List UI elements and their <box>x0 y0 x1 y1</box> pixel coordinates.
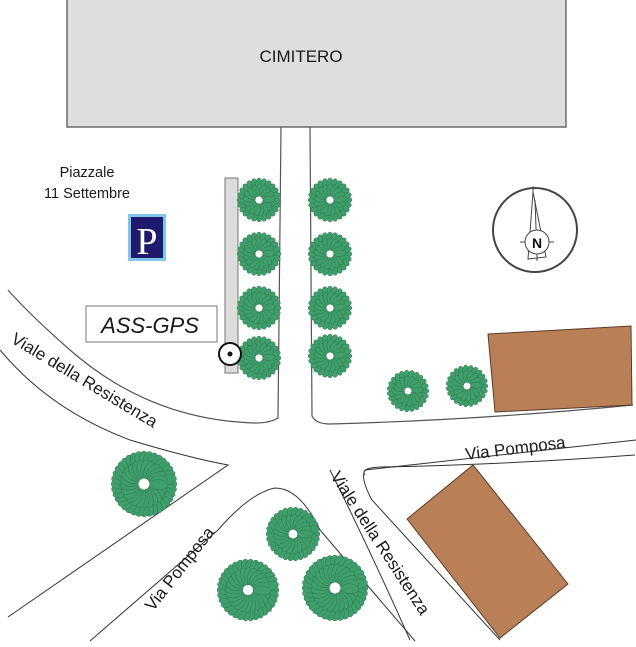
sidewalk-bar <box>224 177 239 374</box>
street-label-viale-resistenza-upper: Viale della Resistenza <box>8 329 161 432</box>
parking-label: P <box>136 221 157 263</box>
tree-leaf <box>333 351 347 359</box>
square-label-line2: 11 Settembre <box>44 186 130 202</box>
street-label-via-pomposa-right: Via Pomposa <box>464 433 567 464</box>
tree-icon <box>386 369 430 413</box>
trees <box>110 177 489 622</box>
tree-leaf <box>262 353 276 361</box>
tree-leaf <box>262 195 276 203</box>
gps-station-icon[interactable] <box>218 342 242 366</box>
cemetery-label: CIMITERO <box>259 47 342 66</box>
access-road <box>7 126 634 425</box>
tree-leaf <box>262 303 276 311</box>
tree-icon <box>216 558 280 622</box>
tree-icon <box>301 554 369 622</box>
tree-leaf <box>149 479 169 490</box>
cemetery-building: CIMITERO <box>66 0 567 128</box>
tree-leaf <box>340 583 360 594</box>
tree-icon <box>307 177 353 223</box>
tree-icon <box>307 333 353 379</box>
tree-leaf <box>262 249 276 257</box>
tree-icon <box>236 335 282 381</box>
tree-leaf <box>297 529 313 539</box>
tree-leaf <box>253 585 271 596</box>
tree-icon <box>445 364 489 408</box>
tree-icon <box>307 285 353 331</box>
station-label-box: ASS-GPS <box>85 305 218 343</box>
tree-leaf <box>333 195 347 203</box>
tree-icon <box>236 231 282 277</box>
tree-leaf <box>411 386 424 394</box>
tree-icon <box>236 285 282 331</box>
building-lower-right <box>406 464 569 639</box>
station-label: ASS-GPS <box>99 313 199 338</box>
compass-north-label: N <box>532 235 542 251</box>
tree-leaf <box>470 381 483 389</box>
tree-icon <box>236 177 282 223</box>
parking-sign-icon: P <box>128 214 166 263</box>
north-arrow-icon: N <box>492 186 578 273</box>
tree-icon <box>307 231 353 277</box>
tree-icon <box>265 506 321 562</box>
tree-leaf <box>333 303 347 311</box>
building-right <box>487 325 633 413</box>
road-via-pomposa-right <box>363 439 636 641</box>
square-label-line1: Piazzale <box>60 165 115 181</box>
street-label-via-pomposa-left: Via Pomposa <box>141 523 218 615</box>
tree-leaf <box>333 249 347 257</box>
tree-icon <box>110 450 178 518</box>
